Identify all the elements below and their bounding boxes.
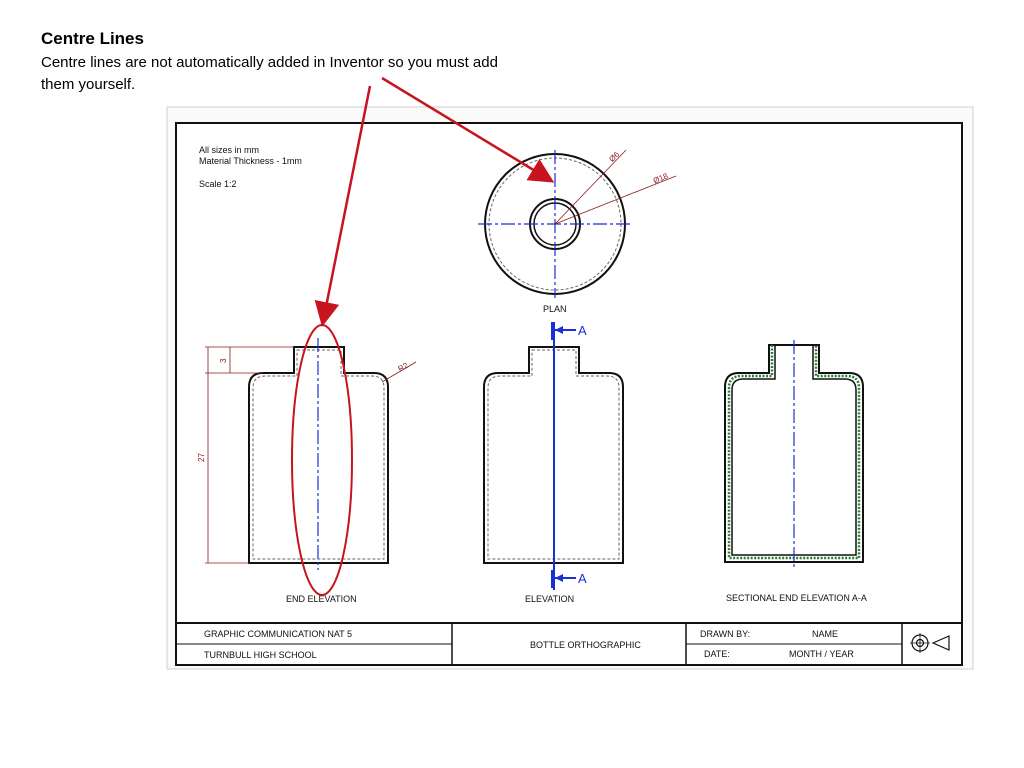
annotation-arrow-to-plan (381, 76, 555, 183)
title-block-drawn-by-label: DRAWN BY: (700, 629, 750, 639)
plan-view (478, 149, 677, 298)
annotation-ellipse-centre-line (291, 324, 353, 596)
title-block (176, 622, 962, 665)
title-block-drawn-by-value: NAME (812, 629, 838, 639)
title-block-school: TURNBULL HIGH SCHOOL (204, 650, 317, 660)
end-elevation-view (205, 338, 417, 570)
slide-body-text: Centre lines are not automatically added… (41, 54, 498, 93)
title-block-title: BOTTLE ORTHOGRAPHIC (530, 640, 641, 650)
title-block-course: GRAPHIC COMMUNICATION NAT 5 (204, 629, 352, 639)
note-thickness: Material Thickness - 1mm (199, 156, 302, 166)
note-sizes: All sizes in mm (199, 145, 259, 155)
title-block-date-value: MONTH / YEAR (789, 649, 854, 659)
sectional-elevation-view (724, 340, 864, 570)
slide-text-block: Centre Lines Centre lines are not automa… (41, 28, 511, 96)
section-marker-top: A (578, 323, 587, 338)
dim-body-height: 27 (197, 453, 206, 462)
section-marker-bottom: A (578, 571, 587, 586)
dim-neck-height: 3 (219, 358, 228, 363)
slide-title: Centre Lines (41, 29, 144, 48)
label-end-elevation: END ELEVATION (286, 594, 357, 604)
elevation-view (483, 322, 624, 590)
label-sectional-end-elevation: SECTIONAL END ELEVATION A-A (726, 593, 867, 603)
label-elevation: ELEVATION (525, 594, 574, 604)
projection-symbol-icon (910, 633, 950, 653)
note-scale: Scale 1:2 (199, 179, 237, 189)
title-block-date-label: DATE: (704, 649, 730, 659)
annotation-arrow-to-end-elevation (314, 85, 372, 327)
label-plan: PLAN (543, 304, 567, 314)
